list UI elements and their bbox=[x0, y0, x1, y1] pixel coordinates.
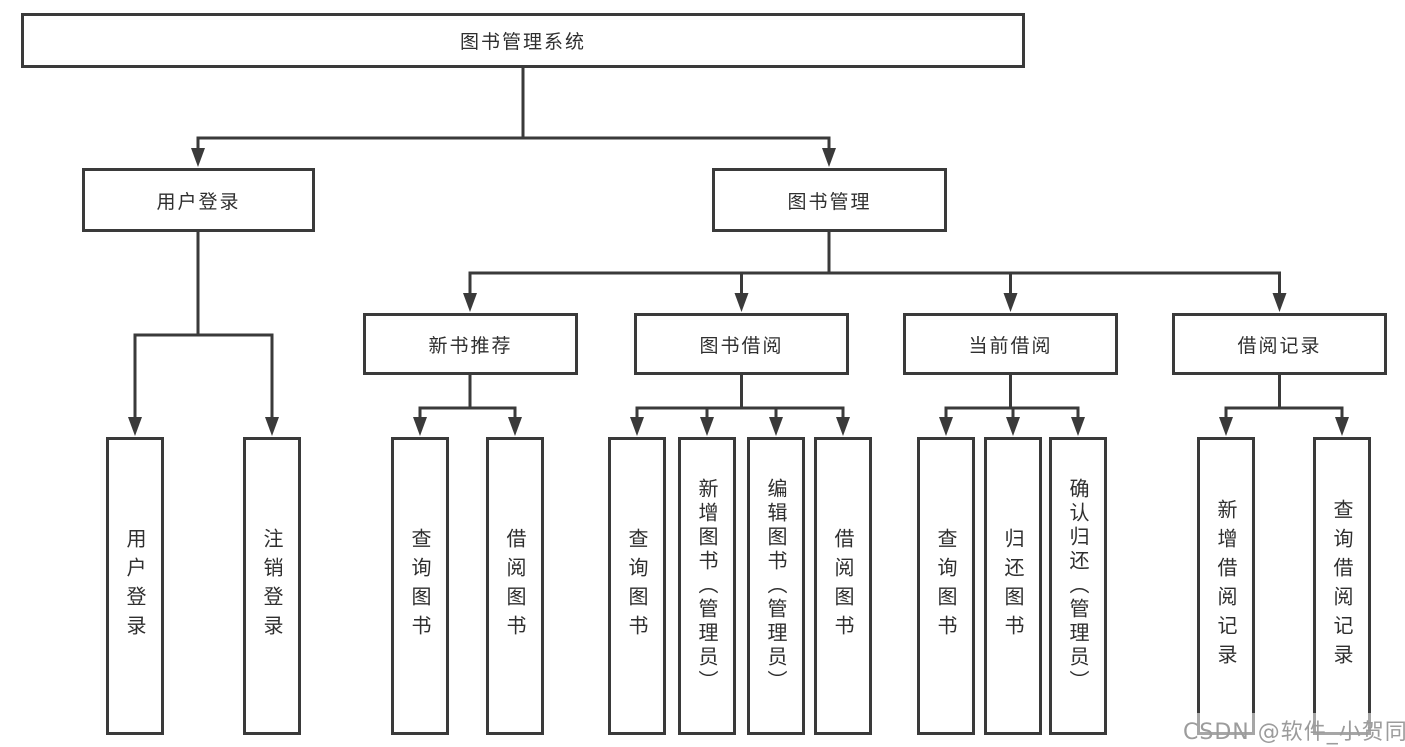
leaf-confirm-return-admin: 确认归还（管理员） bbox=[1049, 437, 1107, 735]
leaf-add-book-admin: 新增图书（管理员） bbox=[678, 437, 736, 735]
leaf-query-books-recommend-label: 查询图书 bbox=[408, 528, 432, 644]
node-borrow-records: 借阅记录 bbox=[1172, 313, 1387, 375]
node-root: 图书管理系统 bbox=[21, 13, 1025, 68]
watermark: CSDN @软件_小贺同学 bbox=[1180, 713, 1405, 747]
leaf-return-book-label: 归还图书 bbox=[1001, 528, 1025, 644]
leaf-add-borrow-record: 新增借阅记录 bbox=[1197, 437, 1255, 735]
leaf-edit-book-admin-label: 编辑图书（管理员） bbox=[764, 478, 788, 694]
node-new-book-recommend: 新书推荐 bbox=[363, 313, 578, 375]
leaf-logout: 注销登录 bbox=[243, 437, 301, 735]
node-current-borrow: 当前借阅 bbox=[903, 313, 1118, 375]
leaf-user-login: 用户登录 bbox=[106, 437, 164, 735]
leaf-add-book-admin-label: 新增图书（管理员） bbox=[695, 478, 719, 694]
leaf-logout-label: 注销登录 bbox=[260, 528, 284, 644]
leaf-add-borrow-record-label: 新增借阅记录 bbox=[1214, 499, 1238, 673]
node-user-login: 用户登录 bbox=[82, 168, 315, 232]
leaf-query-borrow-record-label: 查询借阅记录 bbox=[1330, 499, 1354, 673]
leaf-confirm-return-admin-label: 确认归还（管理员） bbox=[1066, 478, 1090, 694]
leaf-borrow-books-label: 借阅图书 bbox=[831, 528, 855, 644]
leaf-query-books-current: 查询图书 bbox=[917, 437, 975, 735]
leaf-borrow-books-recommend: 借阅图书 bbox=[486, 437, 544, 735]
leaf-borrow-books-recommend-label: 借阅图书 bbox=[503, 528, 527, 644]
leaf-user-login-label: 用户登录 bbox=[123, 528, 147, 644]
leaf-query-borrow-record: 查询借阅记录 bbox=[1313, 437, 1371, 735]
leaf-query-books-borrow: 查询图书 bbox=[608, 437, 666, 735]
leaf-borrow-books: 借阅图书 bbox=[814, 437, 872, 735]
leaf-query-books-borrow-label: 查询图书 bbox=[625, 528, 649, 644]
node-book-mgmt: 图书管理 bbox=[712, 168, 947, 232]
leaf-return-book: 归还图书 bbox=[984, 437, 1042, 735]
leaf-query-books-recommend: 查询图书 bbox=[391, 437, 449, 735]
leaf-query-books-current-label: 查询图书 bbox=[934, 528, 958, 644]
leaf-edit-book-admin: 编辑图书（管理员） bbox=[747, 437, 805, 735]
node-book-borrow: 图书借阅 bbox=[634, 313, 849, 375]
